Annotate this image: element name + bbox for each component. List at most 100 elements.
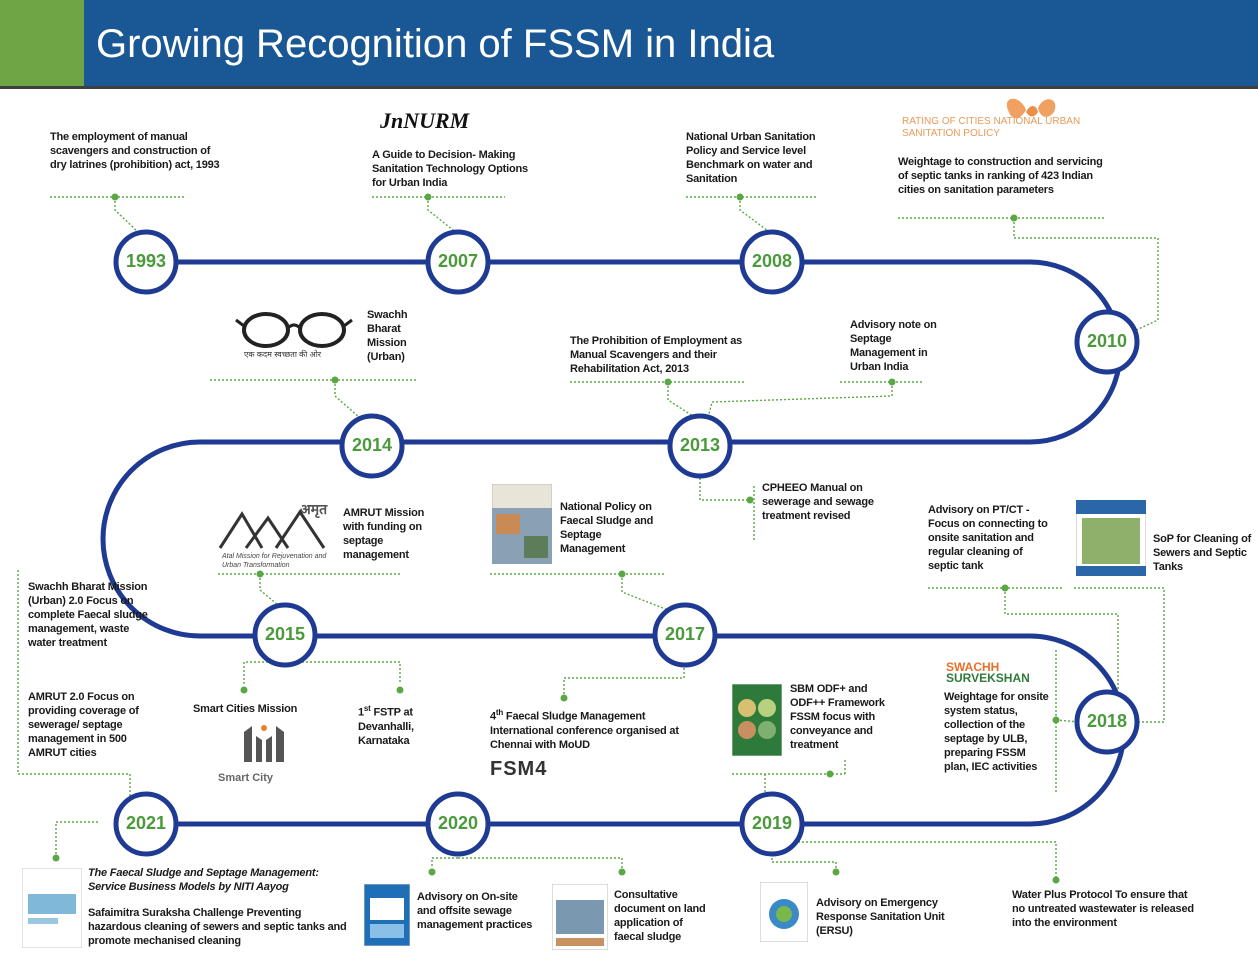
- connector-dot-2015: [256, 570, 264, 578]
- note-2015: AMRUT Mission with funding on septage ma…: [343, 507, 425, 561]
- year-node-2017: [652, 602, 718, 668]
- connector-2019-below: [771, 841, 1057, 880]
- note-2013-advisory: Advisory note on Septage Management in U…: [850, 319, 937, 373]
- connector-dot-2014: [331, 376, 339, 384]
- note-2007: A Guide to Decision- Making Sanitation T…: [372, 149, 528, 189]
- niti-aayog-cover-thumbnail: [22, 868, 82, 948]
- note-2013-cpheeo: CPHEEO Manual on sewerage and sewage tre…: [762, 482, 874, 522]
- connector-2021-left: [17, 570, 131, 796]
- year-label-2010: 2010: [1086, 331, 1128, 351]
- year-label-2008: 2008: [751, 251, 793, 271]
- connector-2015: [218, 573, 400, 611]
- butterfly-icon: [1006, 98, 1056, 119]
- connector-dot-2013c: [746, 496, 754, 504]
- note-2014: Swachh Bharat Mission (Urban): [367, 309, 408, 363]
- amrut-logo-caption: Atal Mission for Rejuvenation and Urban …: [222, 553, 327, 569]
- note-1993: The employment of manual scavengers and …: [50, 131, 220, 171]
- note-fstp: 1st FSTP at Devanhalli, Karnataka: [358, 704, 414, 747]
- smart-city-logo-icon: [244, 725, 284, 762]
- header-divider: [0, 86, 1258, 89]
- fssm-policy-cover-thumbnail: [492, 484, 552, 564]
- connector-dot-2017: [618, 570, 626, 578]
- sbm-odf-cover-thumbnail: [732, 684, 782, 756]
- connector-dot-2007: [424, 193, 432, 201]
- note-sbm-2: Swachh Bharat Mission (Urban) 2.0 Focus …: [28, 581, 148, 649]
- sop-cover-thumbnail: [1076, 500, 1146, 576]
- note-2021-safaimitra: Safaimitra Suraksha Challenge Preventing…: [88, 907, 347, 947]
- note-2020-advisory: Advisory on On-site and offsite sewage m…: [417, 891, 533, 931]
- header-banner: Growing Recognition of FSSM in India: [0, 0, 1258, 89]
- amrut-logo-word: अमृत: [300, 501, 328, 517]
- connector-dot-fsm4: [560, 694, 568, 702]
- note-fsm4: 4th Faecal Sludge Management Internation…: [490, 708, 679, 751]
- amrut-logo-icon: [218, 509, 326, 549]
- swachh-survekshan-logo-top: SWACHH: [946, 660, 1000, 674]
- note-2013-act: The Prohibition of Employment as Manual …: [570, 335, 743, 375]
- note-2008: National Urban Sanitation Policy and Ser…: [686, 131, 816, 185]
- connector-dot-2021: [52, 854, 60, 862]
- year-node-2019: [739, 791, 805, 857]
- year-node-2013: [667, 413, 733, 479]
- year-node-2014: [339, 413, 405, 479]
- connector-dot-2010: [1010, 214, 1018, 222]
- jnnurm-logo: JnNURM: [380, 108, 470, 133]
- connector-dot-2020b: [618, 868, 626, 876]
- connector-2007: [372, 196, 505, 235]
- year-node-2010: [1074, 309, 1140, 375]
- year-label-1993: 1993: [125, 251, 167, 271]
- note-amrut-2: AMRUT 2.0 Focus on providing coverage of…: [28, 691, 139, 759]
- connector-2018: [928, 587, 1165, 723]
- connector-dot-sbm: [826, 770, 834, 778]
- swachh-bharat-caption: एक कदम स्वच्छता की ओर: [244, 350, 322, 359]
- connector-dot-1993: [111, 193, 119, 201]
- ersu-cover-thumbnail: [760, 882, 808, 942]
- year-node-2018: [1074, 689, 1140, 755]
- page-title: Growing Recognition of FSSM in India: [96, 22, 775, 66]
- connector-2019-up: [732, 760, 846, 798]
- note-2017: National Policy on Faecal Sludge and Sep…: [560, 501, 654, 555]
- note-2019-ersu: Advisory on Emergency Response Sanitatio…: [816, 897, 945, 937]
- note-2018-sop: SoP for Cleaning of Sewers and Septic Ta…: [1153, 533, 1252, 573]
- note-2020-consultative: Consultative document on land applicatio…: [614, 889, 706, 943]
- year-label-2014: 2014: [351, 435, 393, 455]
- connector-dot-2020a: [428, 868, 436, 876]
- year-node-2020: [425, 791, 491, 857]
- connector-1993: [50, 196, 185, 235]
- year-node-2015: [252, 602, 318, 668]
- year-label-2007: 2007: [437, 251, 479, 271]
- year-label-2015: 2015: [264, 624, 306, 644]
- connector-2013c: [699, 470, 755, 540]
- year-label-2021: 2021: [125, 813, 167, 833]
- note-smart-cities: Smart Cities Mission: [193, 703, 298, 715]
- connector-dot-2013a: [664, 378, 672, 386]
- year-label-2013: 2013: [679, 435, 721, 455]
- note-2010: Weightage to construction and servicing …: [898, 156, 1103, 196]
- year-node-2021: [113, 791, 179, 857]
- year-label-2020: 2020: [437, 813, 479, 833]
- advisory-onsite-cover-thumbnail: [364, 884, 410, 946]
- connector-dot-smartcities: [240, 686, 248, 694]
- year-label-2018: 2018: [1086, 711, 1128, 731]
- connector-2013: [570, 381, 922, 419]
- smart-city-logo-text: Smart City: [218, 772, 274, 784]
- connector-dot-2018c: [1052, 716, 1060, 724]
- connector-2017: [490, 573, 669, 611]
- connector-dot-2019a: [832, 868, 840, 876]
- connector-dot-2013b: [888, 378, 896, 386]
- note-2018-survekshan: Weightage for onsite system status, coll…: [944, 691, 1049, 773]
- header-accent-block: [0, 0, 84, 88]
- consultative-doc-cover-thumbnail: [552, 884, 608, 950]
- connector-2017-below: [563, 662, 685, 698]
- connector-dot-fstp: [396, 686, 404, 694]
- header-bar: [84, 0, 1258, 88]
- connector-2014: [210, 379, 418, 419]
- year-label-2019: 2019: [751, 813, 793, 833]
- connector-dot-2018: [1001, 584, 1009, 592]
- connector-2010: [898, 217, 1159, 333]
- year-label-2017: 2017: [664, 624, 706, 644]
- year-node-2008: [739, 229, 805, 295]
- note-2019-water-plus: Water Plus Protocol To ensure that no un…: [1012, 889, 1194, 929]
- note-sbm-odf: SBM ODF+ and ODF++ Framework FSSM focus …: [790, 683, 885, 751]
- rating-of-cities-logo: RATING OF CITIES NATIONAL URBAN SANITATI…: [902, 116, 1081, 139]
